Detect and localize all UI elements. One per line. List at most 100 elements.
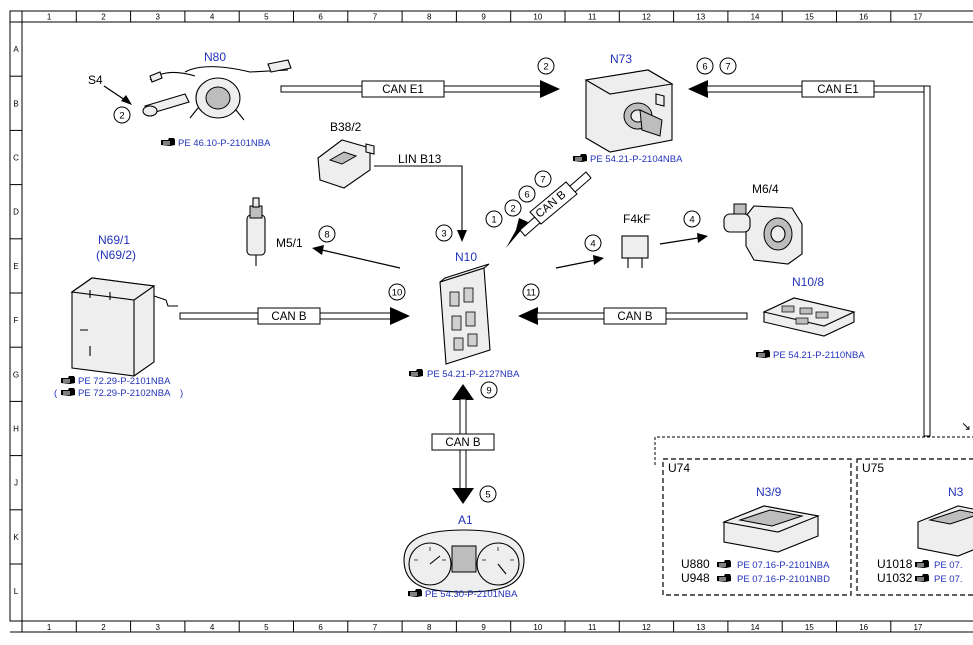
grid-col-label: 5	[264, 623, 269, 632]
marker-number: 7	[725, 62, 730, 73]
marker-number: 10	[392, 288, 403, 299]
u75-label: U75	[862, 461, 884, 475]
grid-row-label: G	[13, 370, 19, 379]
frame	[9, 10, 973, 633]
hand-icon	[716, 559, 732, 569]
n10-8-ref: PE 54.21-P-2110NBA	[773, 350, 865, 361]
n3-9-label: N3/9	[756, 485, 782, 499]
grid-col-label: 17	[913, 13, 922, 22]
u74-code-1: U880	[681, 557, 710, 571]
n80-label: N80	[204, 50, 226, 64]
u75-code-2: U1032	[877, 571, 913, 585]
marker-number: 6	[524, 190, 529, 201]
marker-number: 9	[486, 386, 491, 397]
grid-row-label: B	[13, 99, 18, 108]
marker-circle	[485, 210, 503, 228]
grid-col-label: 9	[481, 13, 486, 22]
a1-label: A1	[458, 513, 473, 527]
u75-code-1: U1018	[877, 557, 913, 571]
marker-number: 3	[441, 229, 446, 240]
u74-label: U74	[668, 461, 690, 475]
grid-row-label: F	[14, 316, 19, 325]
grid-col-label: 11	[588, 13, 597, 22]
n69-ref-paren-open: (	[54, 388, 58, 399]
can-b-bottom-bus: CAN B	[431, 384, 495, 504]
marker-circle	[522, 283, 540, 301]
can-e1-right-bus: CAN E1	[688, 80, 931, 437]
hand-icon	[160, 137, 176, 147]
grid-col-label: 12	[642, 13, 651, 22]
marker-circle	[318, 225, 336, 243]
grid-row-label: A	[13, 45, 19, 54]
f4kf-label: F4kF	[623, 212, 650, 226]
variant-container: ↘	[654, 419, 973, 465]
variant-arrow-mark: ↘	[961, 419, 971, 433]
grid-row-label: C	[13, 154, 19, 163]
grid-col-label: 8	[427, 623, 432, 632]
grid-col-label: 5	[264, 13, 269, 22]
hand-icon	[60, 387, 76, 397]
n10-module: N10 PE 54.21-P-2127NBA	[408, 250, 520, 380]
marker-number: 4	[689, 215, 694, 226]
grid-col-label: 4	[210, 623, 215, 632]
marker-number: 8	[324, 230, 329, 241]
grid-col-label: 13	[696, 13, 705, 22]
grid-col-label: 2	[101, 13, 106, 22]
n73-ref: PE 54.21-P-2104NBA	[590, 154, 683, 165]
marker-circle	[683, 210, 701, 228]
grid-col-label: 10	[533, 13, 542, 22]
grid-col-label: 16	[859, 623, 868, 632]
u74-ref-1: PE 07.16-P-2101NBA	[737, 560, 830, 571]
marker-circle	[518, 185, 536, 203]
m6-4-component: M6/4	[723, 182, 803, 265]
marker-number: 2	[543, 62, 548, 73]
marker-circle	[696, 57, 714, 75]
grid-col-label: 11	[588, 623, 597, 632]
hand-icon	[572, 153, 588, 163]
grid-col-label: 6	[318, 13, 323, 22]
hand-icon	[755, 349, 771, 359]
can-b-bottom-label: CAN B	[445, 437, 480, 449]
can-b-right-bus: CAN B	[518, 307, 748, 325]
hand-icon	[716, 573, 732, 583]
grid-col-label: 7	[373, 13, 378, 22]
n10-label: N10	[455, 250, 477, 264]
grid-col-label: 6	[318, 623, 323, 632]
u74-box: U74 N3/9 U880 PE 07.16-P-2101NBA U948 PE…	[662, 458, 852, 596]
n73-label: N73	[610, 52, 632, 66]
grid-col-label: 16	[859, 13, 868, 22]
can-b-right-label: CAN B	[617, 311, 652, 323]
grid-col-label: 1	[47, 623, 52, 632]
grid-col-label: 14	[751, 623, 760, 632]
hand-icon	[408, 368, 424, 378]
grid-col-label: 4	[210, 13, 215, 22]
n10-ref: PE 54.21-P-2127NBA	[427, 369, 520, 380]
hand-icon	[60, 375, 76, 385]
u75-ref-2: PE 07.	[934, 574, 963, 585]
grid-row-label: L	[14, 587, 19, 596]
f4kf-component: F4kF	[555, 212, 708, 269]
n80-switch: N80 S4 PE 46.10-P-2101NBA	[88, 50, 292, 149]
grid-col-label: 15	[805, 623, 814, 632]
marker-circle	[113, 106, 131, 124]
s4-label: S4	[88, 73, 103, 87]
grid-col-label: 3	[156, 13, 161, 22]
n69-2-label: (N69/2)	[96, 248, 136, 262]
marker-number: 4	[590, 239, 595, 250]
marker-circle	[504, 199, 522, 217]
u74-ref-2: PE 07.16-P-2101NBD	[737, 574, 830, 585]
grid-col-label: 10	[533, 623, 542, 632]
u75-ref-1: PE 07.	[934, 560, 963, 571]
grid-col-label: 8	[427, 13, 432, 22]
n69-1-label: N69/1	[98, 233, 130, 247]
marker-number: 7	[540, 175, 545, 186]
can-b-left-label: CAN B	[271, 311, 306, 323]
grid-col-label: 17	[913, 623, 922, 632]
u74-code-2: U948	[681, 571, 710, 585]
b38-2-sensor: B38/2 LIN B13	[317, 120, 467, 242]
marker-number: 1	[491, 215, 496, 226]
a1-ref: PE 54.30-P-2101NBA	[425, 589, 518, 600]
can-e1-left-bus: CAN E1	[280, 80, 560, 98]
grid-col-label: 13	[696, 623, 705, 632]
